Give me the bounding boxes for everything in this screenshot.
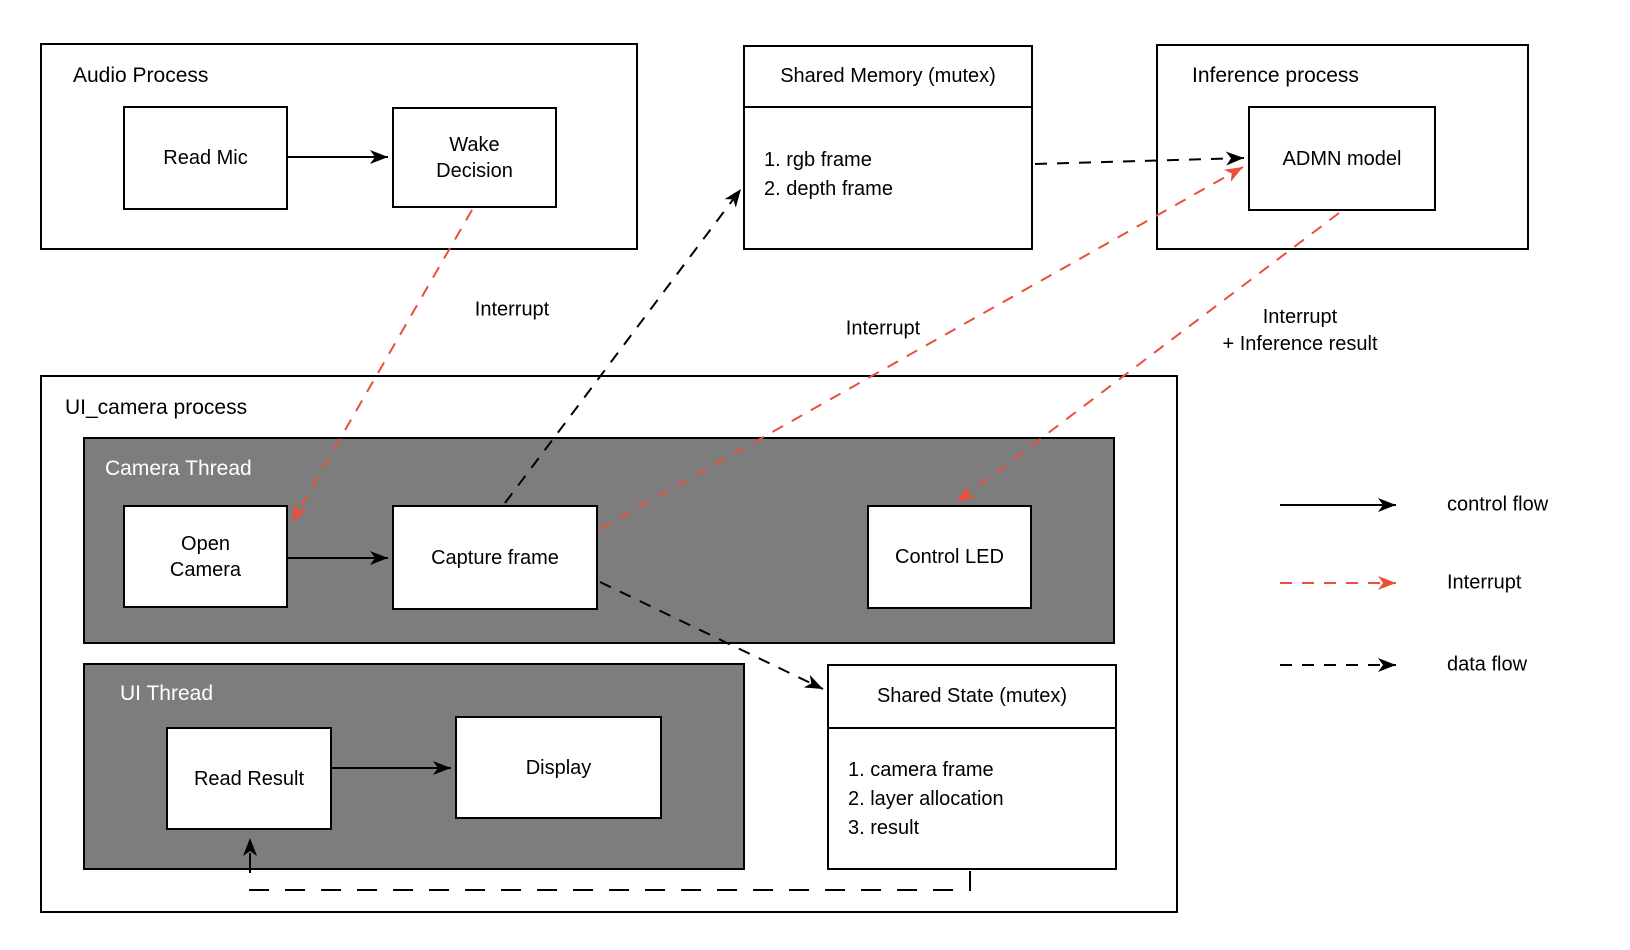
shared-state-list: 1. camera frame 2. layer allocation 3. r… [848, 756, 1111, 843]
shared-memory-title: Shared Memory (mutex) [745, 47, 1031, 108]
control-led-node: Control LED [867, 505, 1032, 609]
interrupt-label-capture: Interrupt [845, 317, 921, 340]
interrupt-inference-line2: + Inference result [1222, 333, 1378, 355]
shared-state-item: 3. result [848, 817, 920, 839]
shared-memory-item: 2. depth frame [764, 178, 893, 200]
shared-memory-box: Shared Memory (mutex) 1. rgb frame 2. de… [743, 45, 1033, 250]
ui-camera-process-title: UI_camera process [65, 396, 248, 419]
capture-frame-node: Capture frame [392, 505, 598, 610]
legend-control-flow-label: control flow [1447, 493, 1549, 516]
ui-thread-title: UI Thread [120, 682, 213, 705]
shared-state-item: 1. camera frame [848, 759, 994, 781]
legend-interrupt-label: Interrupt [1447, 571, 1522, 594]
interrupt-inference-line1: Interrupt [1262, 306, 1338, 328]
shared-state-item: 2. layer allocation [848, 788, 1004, 810]
read-result-node: Read Result [166, 727, 332, 830]
read-mic-node: Read Mic [123, 106, 288, 210]
interrupt-inference-label: Interrupt + Inference result [1222, 304, 1377, 358]
camera-thread-title: Camera Thread [105, 457, 252, 480]
shared-memory-list: 1. rgb frame 2. depth frame [764, 146, 1027, 204]
display-node: Display [455, 716, 662, 819]
legend-data-flow-label: data flow [1447, 653, 1528, 676]
open-camera-node: Open Camera [123, 505, 288, 608]
audio-process-title: Audio Process [73, 64, 209, 87]
shared-state-title: Shared State (mutex) [829, 666, 1115, 729]
shared-memory-item: 1. rgb frame [764, 149, 872, 171]
shared-state-box: Shared State (mutex) 1. camera frame 2. … [827, 664, 1117, 870]
inference-process-title: Inference process [1192, 64, 1359, 87]
wake-decision-node: Wake Decision [392, 107, 557, 208]
interrupt-label-wake: Interrupt [474, 298, 550, 321]
admn-model-node: ADMN model [1248, 106, 1436, 211]
